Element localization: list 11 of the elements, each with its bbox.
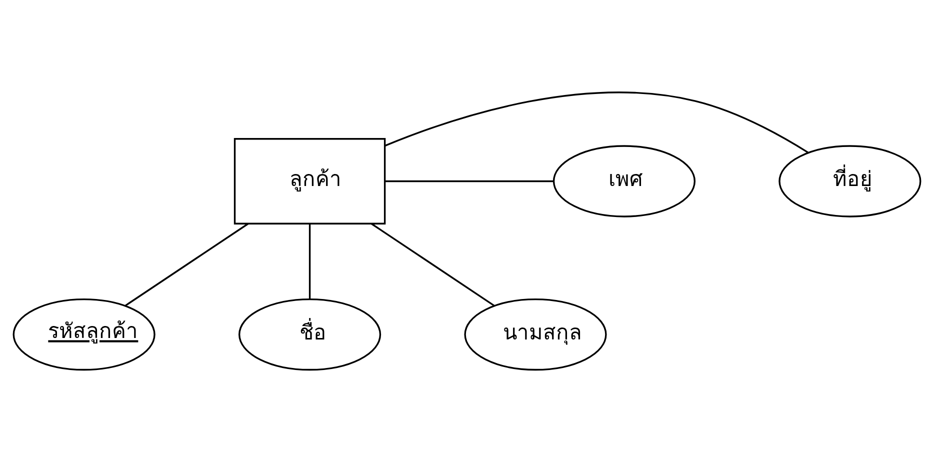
connector	[370, 223, 495, 306]
node-box: ลูกค้า	[234, 138, 386, 224]
node-ellipse: ชื่อ	[238, 298, 382, 371]
connector	[308, 224, 311, 300]
node-ellipse: เพศ	[552, 145, 696, 218]
node-ellipse: ที่อยู่	[778, 145, 922, 218]
node-ellipse: นามสกุล	[464, 298, 607, 371]
connector	[384, 92, 809, 154]
connector	[385, 180, 554, 182]
connector	[124, 223, 249, 306]
node-ellipse: รหัสลูกค้า	[12, 298, 156, 371]
